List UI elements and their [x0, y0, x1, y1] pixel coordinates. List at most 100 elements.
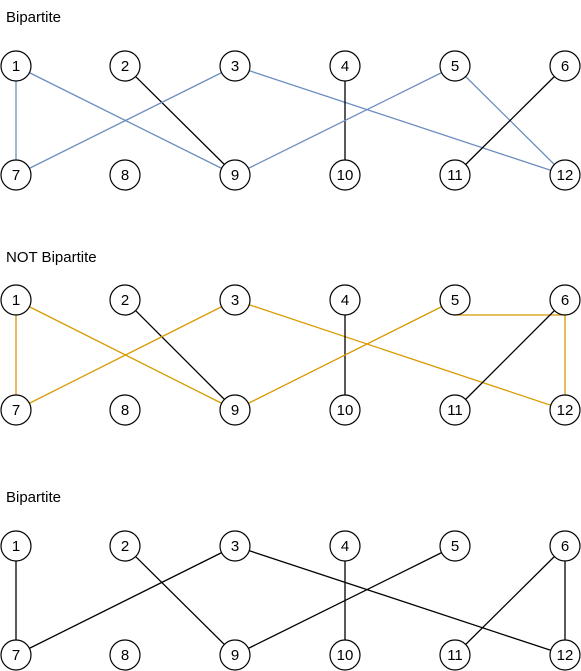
node-3: 3	[219, 50, 251, 82]
node-label: 5	[451, 58, 459, 75]
node-12: 12	[549, 159, 581, 191]
node-label: 2	[121, 58, 129, 75]
node-label: 11	[447, 167, 463, 184]
node-8: 8	[109, 394, 141, 426]
node-10: 10	[329, 639, 361, 671]
node-label: 4	[341, 292, 349, 309]
node-label: 9	[231, 167, 239, 184]
node-8: 8	[109, 159, 141, 191]
edge-3-7	[15, 299, 236, 411]
node-label: 10	[337, 402, 354, 419]
node-label: 8	[121, 167, 129, 184]
node-circle	[439, 639, 471, 671]
node-3: 3	[219, 284, 251, 316]
node-circle	[329, 50, 361, 82]
node-11: 11	[439, 639, 471, 671]
node-circle	[549, 639, 581, 671]
node-9: 9	[219, 394, 251, 426]
edge-6-11	[454, 65, 566, 176]
edge-5-9	[234, 299, 456, 411]
node-11: 11	[439, 394, 471, 426]
node-2: 2	[109, 530, 141, 562]
node-circle	[549, 284, 581, 316]
node-label: 3	[231, 58, 239, 75]
node-label: 3	[231, 292, 239, 309]
edge-6-11	[454, 299, 566, 411]
node-9: 9	[219, 639, 251, 671]
node-10: 10	[329, 394, 361, 426]
node-circle	[0, 639, 32, 671]
edge-2-9	[124, 545, 236, 656]
node-label: 9	[231, 402, 239, 419]
node-12: 12	[549, 639, 581, 671]
node-label: 8	[121, 647, 129, 664]
node-6: 6	[549, 284, 581, 316]
node-circle	[0, 159, 32, 191]
edge-3-12	[234, 545, 566, 656]
graph-edges-2	[15, 299, 566, 411]
edge-2-9	[124, 299, 236, 411]
node-6: 6	[549, 530, 581, 562]
graph-title-2: NOT Bipartite	[6, 249, 97, 266]
node-4: 4	[329, 284, 361, 316]
node-11: 11	[439, 159, 471, 191]
node-label: 8	[121, 402, 129, 419]
node-7: 7	[0, 639, 32, 671]
node-circle	[109, 50, 141, 82]
graph-title-1: Bipartite	[6, 9, 61, 26]
node-4: 4	[329, 50, 361, 82]
node-label: 2	[121, 538, 129, 555]
node-9: 9	[219, 159, 251, 191]
node-label: 12	[557, 647, 574, 664]
node-circle	[109, 159, 141, 191]
edge-2-9	[124, 65, 236, 176]
node-label: 3	[231, 538, 239, 555]
node-10: 10	[329, 159, 361, 191]
node-circle	[219, 284, 251, 316]
node-circle	[109, 639, 141, 671]
node-circle	[549, 159, 581, 191]
graph-title-3: Bipartite	[6, 489, 61, 506]
node-5: 5	[439, 50, 471, 82]
node-circle	[439, 159, 471, 191]
node-label: 11	[447, 402, 463, 419]
node-2: 2	[109, 284, 141, 316]
node-label: 10	[337, 647, 354, 664]
node-label: 7	[12, 402, 20, 419]
edge-3-12	[234, 65, 566, 176]
node-1: 1	[0, 50, 32, 82]
edge-5-9	[234, 545, 456, 656]
node-7: 7	[0, 394, 32, 426]
node-circle	[439, 50, 471, 82]
node-label: 7	[12, 167, 20, 184]
node-7: 7	[0, 159, 32, 191]
node-circle	[0, 50, 32, 82]
node-label: 4	[341, 58, 349, 75]
node-label: 1	[12, 292, 20, 309]
node-circle	[549, 530, 581, 562]
node-label: 7	[12, 647, 20, 664]
node-8: 8	[109, 639, 141, 671]
node-3: 3	[219, 530, 251, 562]
node-circle	[219, 394, 251, 426]
edge-3-12	[234, 299, 566, 411]
node-5: 5	[439, 530, 471, 562]
node-circle	[109, 284, 141, 316]
node-circle	[329, 394, 361, 426]
node-circle	[329, 639, 361, 671]
node-circle	[109, 394, 141, 426]
node-6: 6	[549, 50, 581, 82]
node-label: 4	[341, 538, 349, 555]
node-circle	[219, 159, 251, 191]
node-1: 1	[0, 530, 32, 562]
node-label: 5	[451, 538, 459, 555]
node-circle	[0, 530, 32, 562]
node-label: 2	[121, 292, 129, 309]
graph-edges-1	[15, 65, 566, 176]
node-circle	[219, 530, 251, 562]
node-circle	[549, 50, 581, 82]
